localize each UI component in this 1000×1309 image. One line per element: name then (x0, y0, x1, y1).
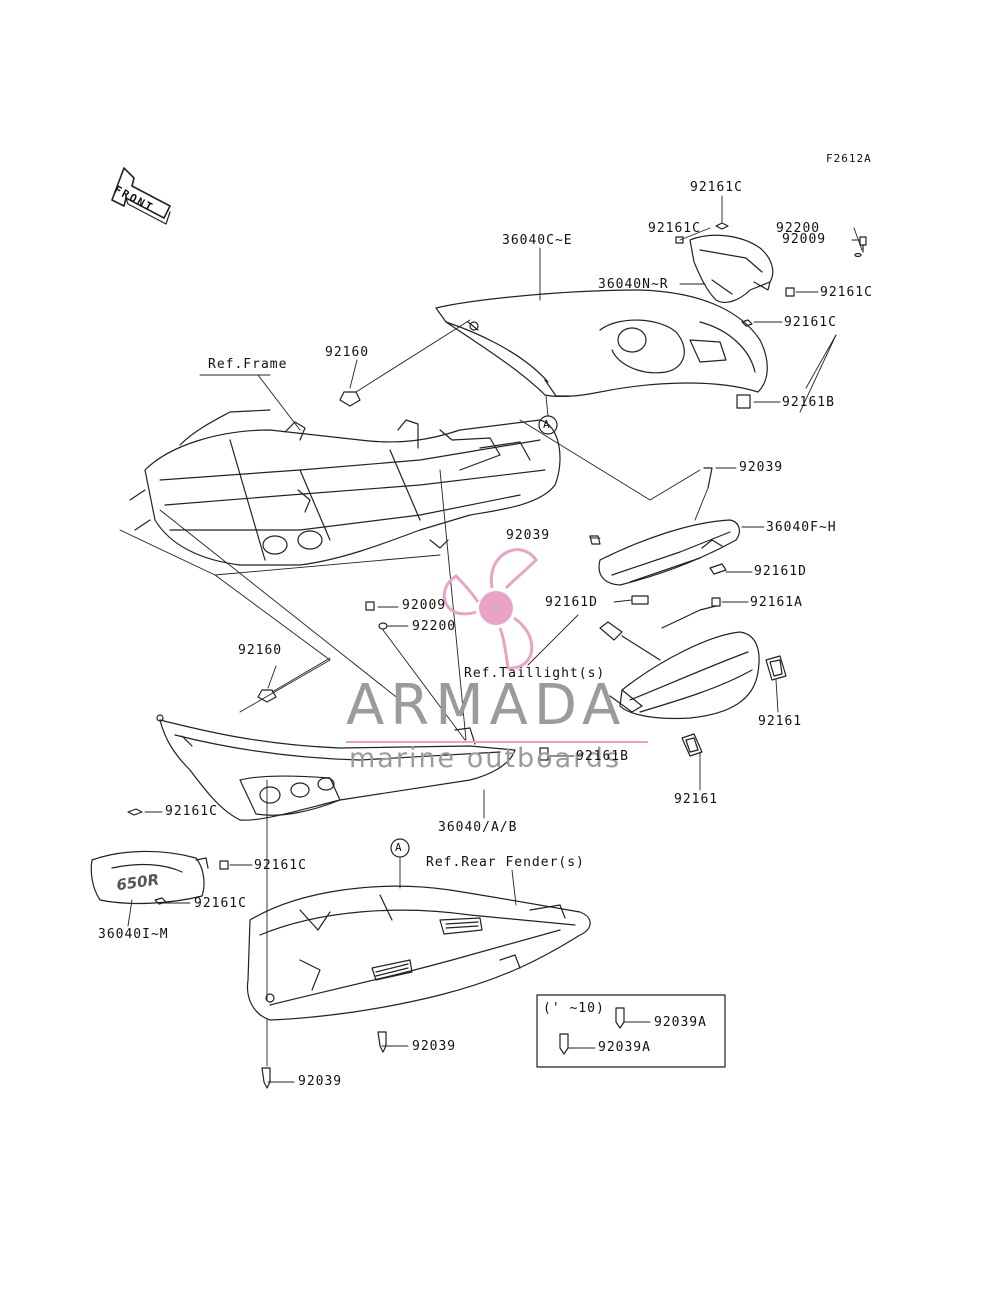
inset-note: (' ~10) (543, 1001, 605, 1016)
watermark-brand: ARMADA (346, 673, 627, 738)
ref-label[interactable]: Ref.Taillight(s) (464, 666, 606, 681)
diagram-id: F2612A (826, 152, 872, 165)
part-callout[interactable]: 92160 (325, 345, 370, 360)
inset-box (536, 994, 726, 1068)
upper-seat-cowl (435, 289, 768, 398)
front-arrow-icon (111, 167, 171, 225)
part-callout[interactable]: 92200 (412, 619, 457, 634)
side-decal-cover (90, 850, 209, 905)
part-callout[interactable]: 92161C (690, 180, 743, 195)
part-callout[interactable]: 92039 (298, 1074, 343, 1089)
ref-label[interactable]: Ref.Frame (208, 357, 288, 372)
part-callout[interactable]: 92161C (194, 896, 247, 911)
part-callout[interactable]: 92039 (739, 460, 784, 475)
frame (129, 409, 561, 566)
lower-seat-cowl (156, 714, 516, 821)
watermark-tagline: marine outboards (349, 743, 622, 774)
part-callout[interactable]: 92161D (754, 564, 807, 579)
ref-label[interactable]: Ref.Rear Fender(s) (426, 855, 585, 870)
leader-lines (119, 195, 863, 1083)
part-callout[interactable]: 92039 (506, 528, 551, 543)
taillight (599, 597, 760, 720)
rear-fender (246, 885, 591, 1021)
part-callout[interactable]: 92161A (750, 595, 803, 610)
part-callout[interactable]: 92161C (784, 315, 837, 330)
upper-side-cover (689, 234, 774, 303)
part-callout[interactable]: 92039A (598, 1040, 651, 1055)
part-callout[interactable]: 36040I~M (98, 927, 169, 942)
part-callout[interactable]: 36040N~R (598, 277, 669, 292)
part-callout[interactable]: 92161B (782, 395, 835, 410)
part-callout[interactable]: 92009 (402, 598, 447, 613)
part-callout[interactable]: 36040C~E (502, 233, 573, 248)
part-callout[interactable]: 92161C (254, 858, 307, 873)
part-callout[interactable]: 92161 (758, 714, 803, 729)
marker-a-upper (538, 415, 558, 435)
marker-a-lower (390, 838, 410, 858)
part-callout[interactable]: 36040/A/B (438, 820, 518, 835)
watermark-logo-icon (346, 548, 648, 743)
marker-a-label: A (543, 418, 551, 431)
fasteners (127, 222, 867, 1089)
part-callout[interactable]: 92161C (820, 285, 873, 300)
marker-a-label: A (395, 841, 403, 854)
part-callout[interactable]: 92160 (238, 643, 283, 658)
part-callout[interactable]: 92161D (545, 595, 598, 610)
part-callout[interactable]: 92161 (674, 792, 719, 807)
part-callout[interactable]: 36040F~H (766, 520, 837, 535)
part-callout[interactable]: 92161C (648, 221, 701, 236)
part-callout[interactable]: 92009 (782, 232, 827, 247)
part-callout[interactable]: 92200 (776, 221, 821, 236)
tail-cowl (598, 519, 740, 586)
decal-text: 650R (115, 870, 160, 894)
part-callout[interactable]: 92161B (576, 749, 629, 764)
part-callout[interactable]: 92161C (165, 804, 218, 819)
part-callout[interactable]: 92039 (412, 1039, 457, 1054)
part-callout[interactable]: 92039A (654, 1015, 707, 1030)
